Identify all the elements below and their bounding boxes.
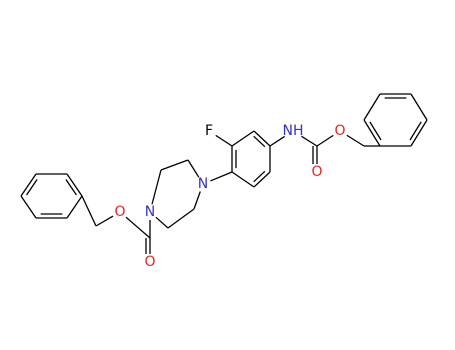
single-bond bbox=[20, 195, 37, 219]
single-bond bbox=[125, 216, 151, 239]
double-bond bbox=[253, 171, 271, 188]
double-bond bbox=[20, 173, 37, 197]
double-bond bbox=[410, 119, 428, 147]
atom-label-n-piperazine-aryl: N bbox=[198, 176, 208, 192]
atom-label-layer: F NH O O N N O O bbox=[114, 123, 345, 270]
atom-label-f: F bbox=[205, 123, 213, 139]
double-bond-inner bbox=[26, 179, 38, 196]
single-bond bbox=[81, 195, 97, 227]
double-bond bbox=[363, 119, 381, 147]
double-bond-inner bbox=[65, 179, 77, 196]
single-bond bbox=[231, 130, 255, 147]
atom-label-n-piperazine-cbz: N bbox=[145, 204, 155, 220]
single-bond bbox=[215, 134, 233, 147]
single-bond bbox=[66, 195, 83, 219]
atom-label-o-carbamate-ester: O bbox=[334, 123, 345, 139]
double-bond-inner bbox=[253, 135, 266, 148]
single-bond bbox=[155, 216, 169, 229]
single-bond bbox=[187, 159, 200, 178]
bond-layer bbox=[20, 93, 428, 254]
atom-label-o-carbamate-carbonyl: O bbox=[311, 164, 322, 180]
single-bond bbox=[410, 93, 428, 121]
single-bond bbox=[167, 208, 195, 229]
single-bond bbox=[193, 191, 201, 210]
single-bond bbox=[151, 169, 162, 205]
single-bond bbox=[95, 215, 114, 227]
double-bond-inner bbox=[369, 121, 382, 141]
double-bond-inner bbox=[253, 170, 266, 183]
double-bond-inner bbox=[409, 121, 422, 141]
double-bond bbox=[253, 130, 271, 147]
single-bond bbox=[316, 134, 334, 147]
single-bond bbox=[346, 134, 365, 147]
single-bond bbox=[269, 135, 285, 147]
atom-label-o-cbz-ester: O bbox=[114, 204, 125, 220]
single-bond bbox=[363, 93, 381, 121]
single-bond bbox=[301, 135, 318, 147]
single-bond bbox=[160, 159, 189, 171]
single-bond bbox=[210, 171, 233, 182]
double-bond bbox=[66, 173, 83, 197]
atom-label-o-cbz-carbonyl: O bbox=[144, 254, 155, 270]
single-bond bbox=[231, 171, 255, 188]
atom-label-nh: NH bbox=[283, 123, 304, 139]
